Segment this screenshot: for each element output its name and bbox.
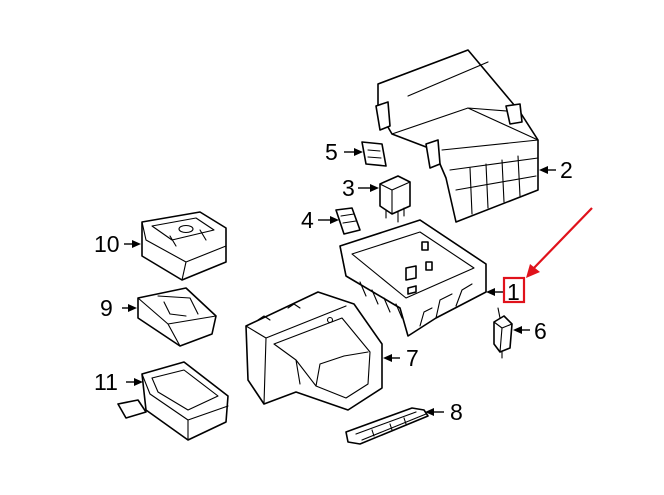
fuse-box-cover [375,49,539,223]
callout-7: 7 [406,345,419,371]
callout-5: 5 [325,139,338,165]
callout-11: 11 [94,369,118,395]
part-4-fuse [335,207,361,235]
part-5-fuse [361,141,387,167]
red-pointer-arrow [531,207,593,271]
callout-3: 3 [342,175,355,201]
part-11-tray [117,361,229,441]
part-9-bracket [137,287,217,347]
part-6-connector [493,307,513,359]
callout-9: 9 [100,295,113,321]
callout-4: 4 [301,207,314,233]
part-3-relay [379,175,411,223]
callout-1: 1 [507,279,520,305]
callout-1-highlight-box [502,276,526,304]
fuse-box-base [339,219,487,337]
callout-6: 6 [534,318,547,344]
part-10-relay-holder [141,211,227,281]
callout-leaders [122,148,556,416]
callout-8: 8 [450,399,463,425]
part-7-lower-housing [245,291,383,411]
part-8-strip [345,407,429,445]
red-pointer-arrowhead [526,264,540,278]
callout-10: 10 [94,231,120,257]
callout-2: 2 [560,157,573,183]
